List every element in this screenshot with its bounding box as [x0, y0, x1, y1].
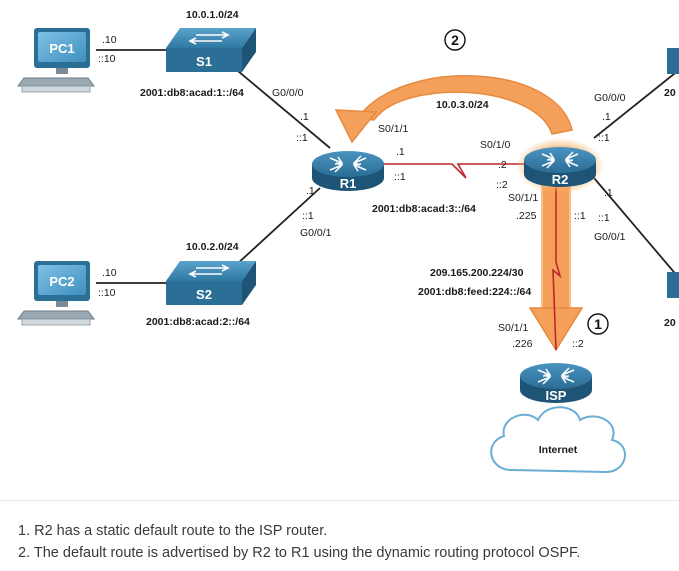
svg-text:::1: ::1 [394, 171, 406, 183]
link-r1-r2-serial [376, 163, 530, 179]
router-isp[interactable]: ISP [520, 363, 592, 403]
svg-text:S0/1/0: S0/1/0 [480, 139, 511, 151]
svg-text:G0/0/0: G0/0/0 [594, 92, 626, 104]
s1-ipv6-network: 2001:db8:acad:1::/64 [140, 87, 244, 99]
separator [0, 500, 679, 501]
links [96, 49, 679, 284]
svg-text:.225: .225 [516, 210, 537, 222]
internet-cloud: Internet [490, 406, 626, 474]
svg-text:.226: .226 [512, 338, 533, 350]
right-top-network-label: 20 [664, 87, 676, 99]
link-r2-right-top [593, 69, 679, 139]
svg-text:2: 2 [451, 32, 459, 48]
svg-text:::1: ::1 [296, 132, 308, 144]
svg-text:::1: ::1 [598, 132, 610, 144]
svg-text:.1: .1 [602, 111, 611, 123]
isp-ipv4-network: 209.165.200.224/30 [430, 267, 524, 279]
svg-text:.2: .2 [498, 159, 507, 171]
svg-text:.1: .1 [300, 111, 309, 123]
svg-text:S0/1/1: S0/1/1 [378, 123, 409, 135]
r2-label: R2 [552, 172, 569, 187]
link-s2-r1 [235, 187, 321, 266]
svg-text:.10: .10 [102, 34, 117, 46]
switch-s1[interactable]: S1 [166, 28, 256, 72]
svg-text:.10: .10 [102, 267, 117, 279]
link-s1-r1 [231, 65, 331, 149]
internet-label: Internet [539, 444, 578, 456]
switch-s2[interactable]: S2 [166, 261, 256, 305]
svg-text:G0/0/0: G0/0/0 [272, 87, 304, 99]
svg-text:S0/1/1: S0/1/1 [498, 322, 529, 334]
explanation-notes: 1. R2 has a static default route to the … [18, 520, 673, 564]
r1r2-ipv6-network: 2001:db8:acad:3::/64 [372, 203, 476, 215]
right-bottom-device: 20 [664, 272, 679, 329]
svg-text:G0/0/1: G0/0/1 [300, 227, 332, 239]
link-r2-right-bottom [593, 177, 679, 279]
svg-text:.1: .1 [396, 146, 405, 158]
svg-text:::1: ::1 [598, 212, 610, 224]
svg-text:S0/1/1: S0/1/1 [508, 192, 539, 204]
r1-label: R1 [340, 176, 357, 191]
s1-label: S1 [196, 54, 212, 69]
right-top-device: 20 [664, 48, 679, 99]
s1-ipv4-network: 10.0.1.0/24 [186, 9, 239, 21]
step-marker-1: 1 [587, 313, 609, 335]
pc1-label: PC1 [49, 41, 74, 56]
svg-text:::1: ::1 [302, 210, 314, 222]
svg-text:.1: .1 [306, 185, 315, 197]
link-r2-isp-serial [552, 186, 562, 351]
pc2[interactable]: PC2 [17, 261, 95, 326]
svg-text:::10: ::10 [98, 53, 116, 65]
static-default-route-arrow [528, 185, 584, 352]
right-bottom-network-label: 20 [664, 317, 676, 329]
isp-ipv6-network: 2001:db8:feed:224::/64 [418, 286, 531, 298]
pc2-label: PC2 [49, 274, 74, 289]
note-1: 1. R2 has a static default route to the … [18, 523, 328, 539]
svg-text:.1: .1 [604, 187, 613, 199]
isp-label: ISP [546, 388, 567, 403]
s2-label: S2 [196, 287, 212, 302]
r1r2-ipv4-network: 10.0.3.0/24 [436, 99, 489, 111]
note-2: 2. The default route is advertised by R2… [18, 545, 581, 561]
s2-ipv4-network: 10.0.2.0/24 [186, 241, 239, 253]
svg-text:1: 1 [594, 316, 602, 332]
s2-ipv6-network: 2001:db8:acad:2::/64 [146, 316, 250, 328]
router-r2[interactable]: R2 [516, 138, 604, 194]
network-topology: PC1 PC2 S1 S2 R1 [17, 9, 679, 474]
pc1[interactable]: PC1 [17, 28, 95, 93]
svg-text:::2: ::2 [496, 179, 508, 191]
router-r1[interactable]: R1 [312, 151, 384, 191]
svg-text:G0/0/1: G0/0/1 [594, 231, 626, 243]
ospf-advertise-arrow [334, 75, 573, 144]
svg-text:::10: ::10 [98, 287, 116, 299]
step-marker-2: 2 [444, 29, 466, 51]
svg-text:::1: ::1 [574, 210, 586, 222]
svg-text:::2: ::2 [572, 338, 584, 350]
